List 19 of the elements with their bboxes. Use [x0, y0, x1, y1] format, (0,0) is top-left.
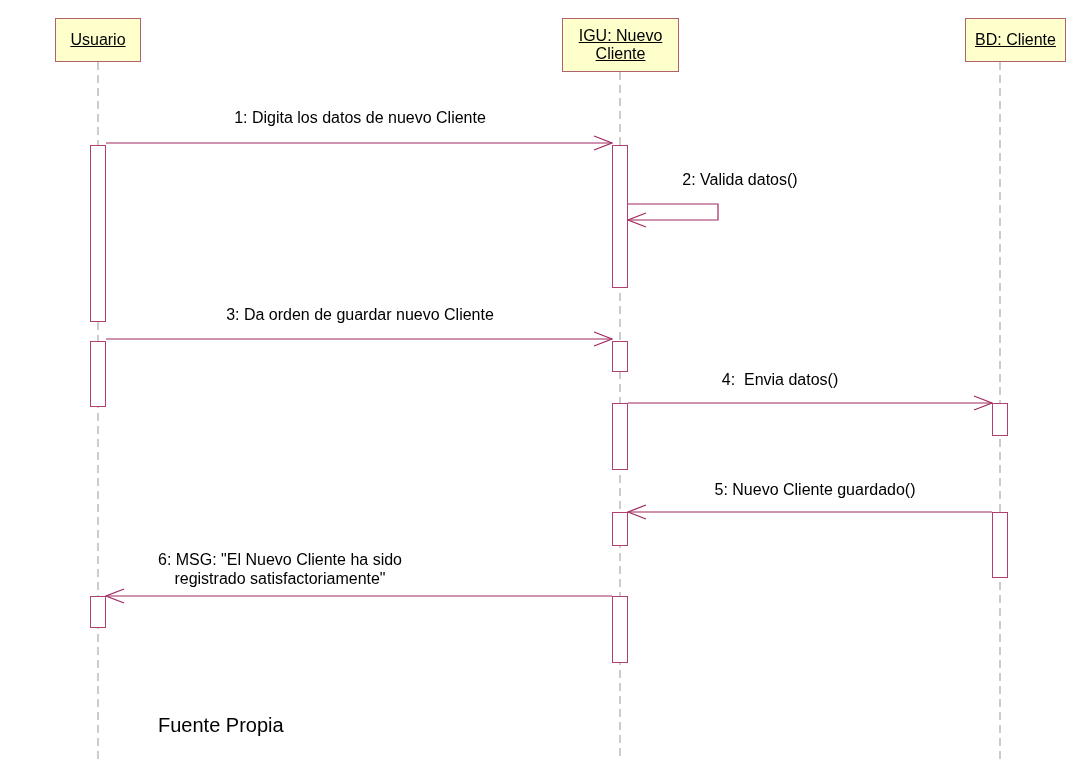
message-arrow	[105, 331, 613, 347]
activation-bar	[90, 596, 106, 628]
participant-box: BD: Cliente	[965, 18, 1066, 62]
message-arrow	[627, 504, 993, 520]
activation-bar	[612, 512, 628, 546]
activation-bar	[612, 596, 628, 663]
message-arrow	[627, 203, 719, 228]
activation-bar	[612, 403, 628, 470]
message-arrow	[105, 588, 613, 604]
activation-bar	[992, 512, 1008, 578]
activation-bar	[90, 145, 106, 322]
participant-box: IGU: Nuevo Cliente	[562, 18, 679, 72]
activation-bar	[612, 341, 628, 372]
activation-bar	[612, 145, 628, 288]
message-arrow	[627, 395, 993, 411]
activation-bar	[992, 403, 1008, 436]
message-arrow	[105, 135, 613, 151]
participant-box: Usuario	[55, 18, 141, 62]
activation-bar	[90, 341, 106, 407]
